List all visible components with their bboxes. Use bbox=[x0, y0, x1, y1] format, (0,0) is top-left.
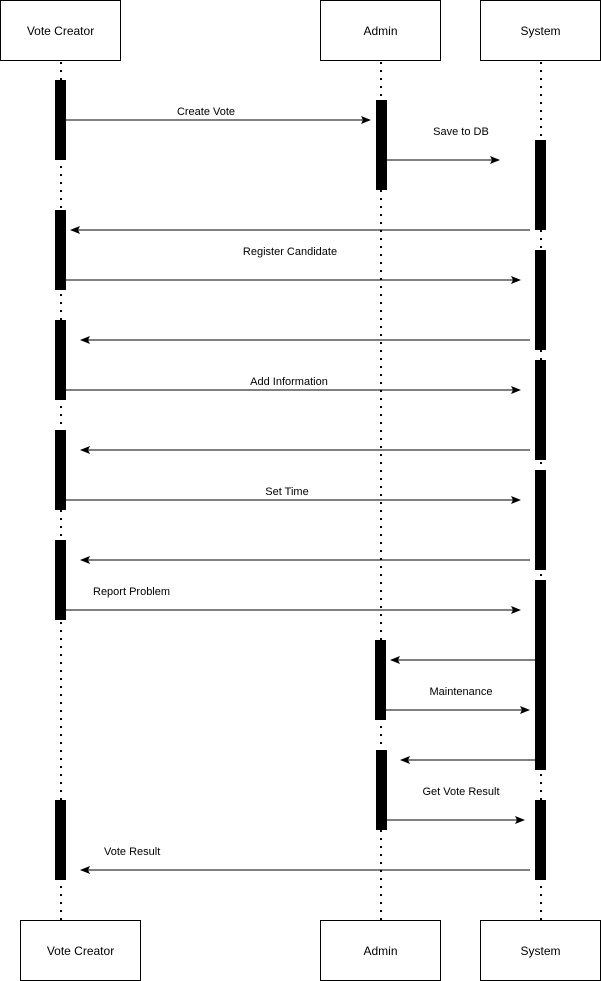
activation-vote-creator-4 bbox=[55, 430, 66, 510]
activation-system-5 bbox=[535, 580, 546, 770]
participant-admin-bottom: Admin bbox=[320, 920, 441, 981]
activation-admin-3 bbox=[376, 750, 387, 830]
activation-system-3 bbox=[535, 360, 546, 460]
activation-vote-creator-1 bbox=[55, 80, 66, 160]
activation-vote-creator-3 bbox=[55, 320, 66, 400]
activation-admin-1 bbox=[376, 100, 387, 190]
message-create-vote-label: Create Vote bbox=[177, 106, 235, 118]
message-maintenance-label: Maintenance bbox=[430, 686, 493, 698]
activation-system-1 bbox=[535, 140, 546, 230]
activation-system-6 bbox=[535, 800, 546, 880]
message-save-to-db-label: Save to DB bbox=[433, 126, 489, 138]
activation-vote-creator-2 bbox=[55, 210, 66, 290]
activation-vote-creator-5 bbox=[55, 540, 66, 620]
activation-vote-creator-6 bbox=[55, 800, 66, 880]
participant-system-top: System bbox=[480, 0, 601, 61]
participant-vote-creator-top: Vote Creator bbox=[0, 0, 121, 61]
message-vote-result-label: Vote Result bbox=[104, 846, 160, 858]
activation-system-4 bbox=[535, 470, 546, 570]
message-add-information-label: Add Information bbox=[250, 376, 328, 388]
message-set-time-label: Set Time bbox=[265, 486, 308, 498]
activation-system-2 bbox=[535, 250, 546, 350]
message-report-problem-label: Report Problem bbox=[93, 586, 170, 598]
activation-admin-2 bbox=[375, 640, 386, 720]
message-get-vote-result-label: Get Vote Result bbox=[422, 786, 499, 798]
message-register-candidate-label: Register Candidate bbox=[243, 246, 337, 258]
participant-admin-top: Admin bbox=[320, 0, 441, 61]
